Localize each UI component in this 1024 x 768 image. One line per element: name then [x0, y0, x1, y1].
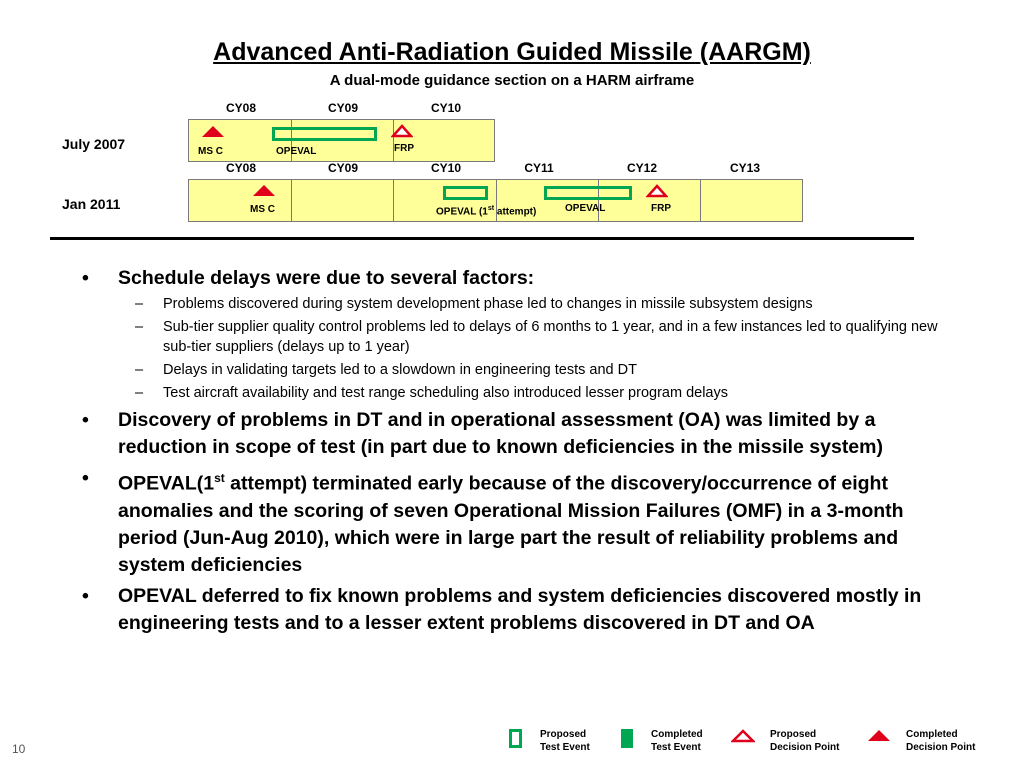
sub-bullet-item: Delays in validating targets led to a sl… — [118, 360, 950, 380]
timeline-track-2011 — [188, 179, 803, 222]
year-label: CY10 — [430, 101, 462, 115]
sub-bullet-item: Sub-tier supplier quality control proble… — [118, 317, 950, 357]
frp-label: FRP — [651, 203, 671, 214]
bullet-text: Discovery of problems in DT and in opera… — [118, 409, 883, 458]
bullet-item: Discovery of problems in DT and in opera… — [80, 407, 950, 461]
opeval-first-attempt-label: OPEVAL (1st attempt) — [436, 205, 537, 218]
bullet-item: OPEVAL deferred to fix known problems an… — [80, 583, 950, 637]
completed-decision-icon — [202, 126, 224, 137]
year-label: CY08 — [225, 161, 257, 175]
bullet-list: Schedule delays were due to several fact… — [80, 265, 950, 641]
completed-decision-point-icon — [868, 730, 890, 741]
bullet-text: Schedule delays were due to several fact… — [118, 267, 535, 289]
opeval-label: OPEVAL — [276, 146, 317, 157]
opeval-proposed-event — [272, 127, 377, 141]
proposed-decision-point-icon — [731, 729, 755, 743]
opeval-label: OPEVAL — [565, 203, 606, 214]
opeval-first-attempt-event — [443, 186, 488, 200]
superscript: st — [214, 471, 225, 485]
proposed-decision-icon — [391, 124, 413, 138]
completed-test-event-icon — [621, 729, 633, 748]
bullet-text: attempt) terminated early because of the… — [118, 472, 904, 576]
bullet-text: OPEVAL(1 — [118, 472, 215, 495]
page-title: Advanced Anti-Radiation Guided Missile (… — [213, 38, 811, 66]
year-label: CY13 — [729, 161, 761, 175]
bullet-item: OPEVAL(1st attempt) terminated early bec… — [80, 465, 950, 579]
page-subtitle: A dual-mode guidance section on a HARM a… — [329, 72, 695, 89]
year-cell — [496, 180, 599, 221]
year-cell — [291, 120, 394, 161]
year-label: CY12 — [626, 161, 658, 175]
year-label: CY09 — [327, 101, 359, 115]
frp-label: FRP — [394, 143, 414, 154]
row-label-jan-2011: Jan 2011 — [62, 196, 121, 212]
year-cell — [598, 180, 701, 221]
year-cell — [189, 180, 292, 221]
proposed-test-event-icon — [509, 729, 522, 748]
sub-bullet-item: Test aircraft availability and test rang… — [118, 383, 950, 403]
row-label-july-2007: July 2007 — [62, 136, 126, 152]
year-cell — [393, 180, 497, 221]
divider-rule — [50, 237, 914, 240]
year-cell — [291, 180, 394, 221]
page-number: 10 — [12, 742, 26, 756]
sub-bullet-list: Problems discovered during system develo… — [118, 294, 950, 403]
bullet-text: OPEVAL deferred to fix known problems an… — [118, 584, 922, 634]
ms-c-label: MS C — [198, 146, 223, 157]
proposed-decision-icon — [646, 184, 668, 198]
bullet-item: Schedule delays were due to several fact… — [80, 265, 950, 403]
year-label: CY09 — [327, 161, 359, 175]
year-label: CY10 — [430, 161, 462, 175]
year-label: CY11 — [524, 161, 554, 175]
year-label: CY08 — [225, 101, 257, 115]
completed-decision-icon — [253, 185, 275, 196]
ms-c-label: MS C — [250, 204, 275, 215]
sub-bullet-item: Problems discovered during system develo… — [118, 294, 950, 314]
opeval-proposed-event — [544, 186, 632, 200]
